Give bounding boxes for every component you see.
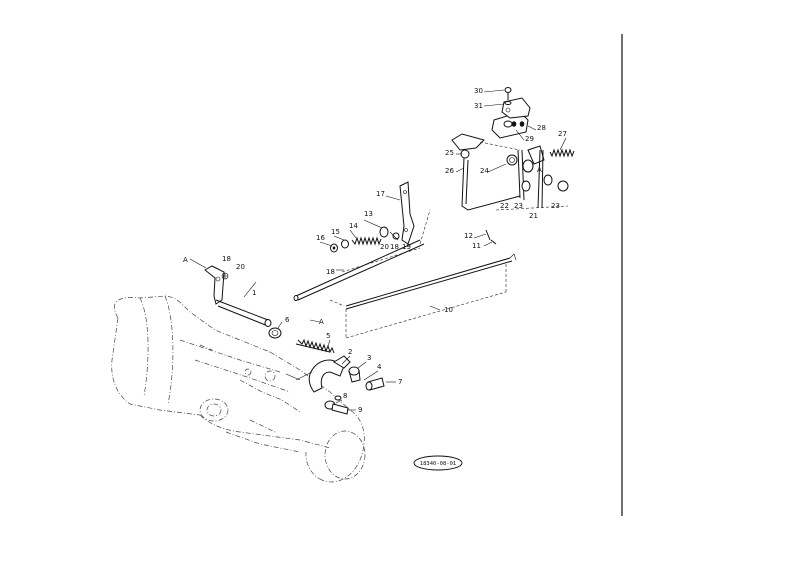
callout-21: 21 <box>529 212 538 220</box>
callout-3: 3 <box>367 354 371 362</box>
callout-18-left: 18 <box>222 255 231 263</box>
callout-5: 5 <box>326 332 330 340</box>
shift-fork-2 <box>285 355 351 393</box>
reference-code: 18340-08-01 <box>420 461 456 467</box>
callout-24: 24 <box>480 167 489 175</box>
reference-code-badge: 18340-08-01 <box>413 455 463 471</box>
callout-14: 14 <box>349 222 358 230</box>
lever-21 <box>517 145 545 209</box>
callout-23-right: 23 <box>551 202 560 210</box>
bracket-28 <box>501 97 531 119</box>
callout-20-left: 20 <box>236 263 245 271</box>
callout-11: 11 <box>472 242 481 250</box>
callout-2: 2 <box>348 348 352 356</box>
nut-15 <box>341 239 349 249</box>
callout-18-rod: 18 <box>326 268 335 276</box>
callout-labels: 1 2 3 4 5 6 7 8 9 10 11 12 13 14 15 16 1… <box>183 87 567 414</box>
ref-dashes-right <box>479 141 569 211</box>
bolt-18-20 <box>221 272 229 280</box>
callout-6: 6 <box>285 316 290 324</box>
callout-A-right: A <box>537 166 542 174</box>
callout-19: 19 <box>402 243 411 251</box>
bolt-8-9 <box>324 395 349 415</box>
callout-10: 10 <box>444 306 453 314</box>
callout-4: 4 <box>377 363 382 371</box>
callout-9: 9 <box>358 406 362 414</box>
callout-A-left: A <box>183 256 188 264</box>
callout-1: 1 <box>252 289 256 297</box>
bushing-24 <box>506 154 518 166</box>
callout-22: 22 <box>500 202 509 210</box>
callout-16: 16 <box>316 234 325 242</box>
pin-19-20 <box>389 231 400 241</box>
callout-8: 8 <box>343 392 347 400</box>
pivot-26 <box>461 157 521 211</box>
callout-7: 7 <box>398 378 402 386</box>
callout-18-lever: 18 <box>390 243 399 251</box>
callout-25: 25 <box>445 149 454 157</box>
bracket-25 <box>451 133 485 159</box>
callout-15: 15 <box>331 228 340 236</box>
callout-28: 28 <box>537 124 546 132</box>
callout-20-mid: 20 <box>380 243 389 251</box>
callout-26: 26 <box>445 167 454 175</box>
rod-18 <box>293 209 431 301</box>
callout-30: 30 <box>474 87 483 95</box>
lever-17 <box>399 181 415 245</box>
callout-13: 13 <box>364 210 373 218</box>
nut-6 <box>268 327 282 339</box>
callout-17: 17 <box>376 190 385 198</box>
bushing-23 <box>521 159 569 192</box>
lever-1-assembly <box>204 265 272 327</box>
leader-lines <box>189 89 567 411</box>
spring-5 <box>295 338 335 354</box>
cap-7 <box>365 377 385 391</box>
callout-31: 31 <box>474 102 483 110</box>
spring-14 <box>351 236 382 246</box>
callout-12: 12 <box>464 232 473 240</box>
screw-30-31 <box>504 87 512 105</box>
pin-3 <box>348 366 361 383</box>
spring-27 <box>549 148 575 158</box>
nut-16 <box>330 243 338 253</box>
rod-10 <box>329 253 517 339</box>
callout-27: 27 <box>558 130 567 138</box>
transmission-housing <box>111 295 366 483</box>
bolt-11-12 <box>485 229 497 245</box>
callout-A-mid: A <box>319 318 324 326</box>
callout-23-left: 23 <box>514 202 523 210</box>
washer-13 <box>379 226 389 238</box>
callout-29: 29 <box>525 135 534 143</box>
